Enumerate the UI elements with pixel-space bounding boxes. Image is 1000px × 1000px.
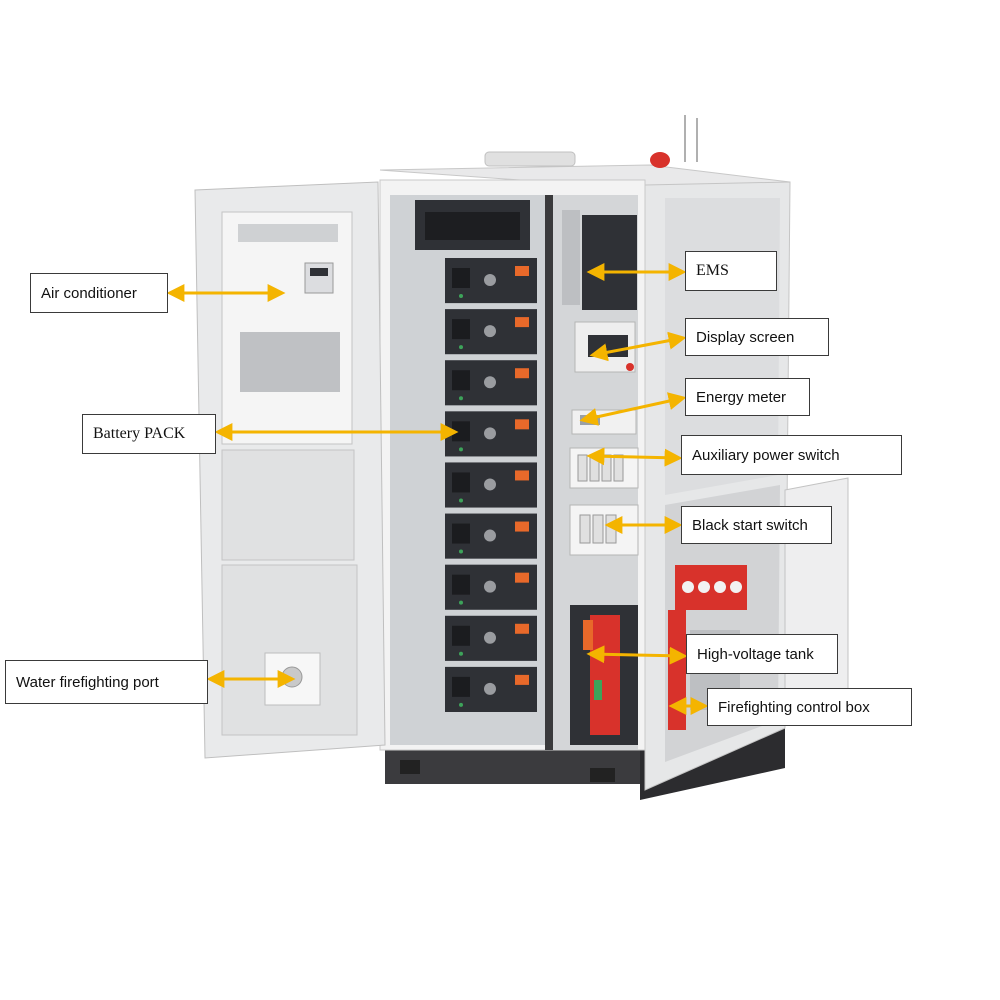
callout-label: Display screen: [696, 328, 795, 346]
callout-firefighting-control-box: Firefighting control box: [707, 688, 912, 726]
callout-water-firefighting-port: Water firefighting port: [5, 660, 208, 704]
battery-module: [445, 615, 537, 661]
battery-module: [445, 360, 537, 406]
air-vent: [240, 332, 340, 392]
callout-high-voltage-tank: High-voltage tank: [686, 634, 838, 674]
battery-module: [445, 462, 537, 508]
callout-auxiliary-power-switch: Auxiliary power switch: [681, 435, 902, 475]
front-door-open: [194, 181, 386, 759]
battery-module: [445, 564, 537, 610]
callout-label: EMS: [696, 262, 729, 279]
callout-label: Auxiliary power switch: [692, 446, 840, 464]
callout-display-screen: Display screen: [685, 318, 829, 356]
battery-rack-top: [415, 200, 530, 250]
callout-label: Air conditioner: [41, 284, 137, 302]
air-conditioner-unit: [221, 211, 353, 445]
display-screen-unit: [574, 321, 636, 373]
battery-module: [445, 258, 537, 304]
warning-beacon: [650, 152, 670, 168]
battery-module: [445, 513, 537, 559]
energy-meter-unit: [571, 409, 637, 435]
callout-label: Battery PACK: [93, 425, 186, 442]
callout-label: Firefighting control box: [718, 698, 870, 716]
black-start-switch-unit: [569, 504, 639, 556]
arrow-energy-meter: [579, 392, 687, 426]
callout-energy-meter: Energy meter: [685, 378, 810, 416]
callout-label: Energy meter: [696, 388, 787, 406]
callout-battery-pack: Battery PACK: [82, 414, 216, 454]
battery-module: [445, 309, 537, 355]
cabinet-roof: [379, 115, 791, 191]
arrow-high-voltage-tank: [586, 645, 688, 665]
callout-label: High-voltage tank: [697, 645, 814, 663]
ems-unit: [562, 210, 637, 310]
battery-module: [445, 666, 537, 712]
battery-module: [445, 411, 537, 457]
arrow-display-screen: [589, 331, 687, 362]
battery-modules: [445, 258, 537, 712]
callout-label: Water firefighting port: [16, 673, 159, 691]
callout-black-start-switch: Black start switch: [681, 506, 832, 544]
arrow-auxiliary-power-switch: [586, 447, 683, 467]
callout-label: Black start switch: [692, 516, 808, 534]
high-voltage-tank-unit: [570, 605, 638, 745]
callout-air-conditioner: Air conditioner: [30, 273, 168, 313]
auxiliary-power-switch-unit: [569, 447, 639, 489]
callout-ems: EMS: [685, 251, 777, 291]
leader-arrows: [166, 263, 709, 715]
